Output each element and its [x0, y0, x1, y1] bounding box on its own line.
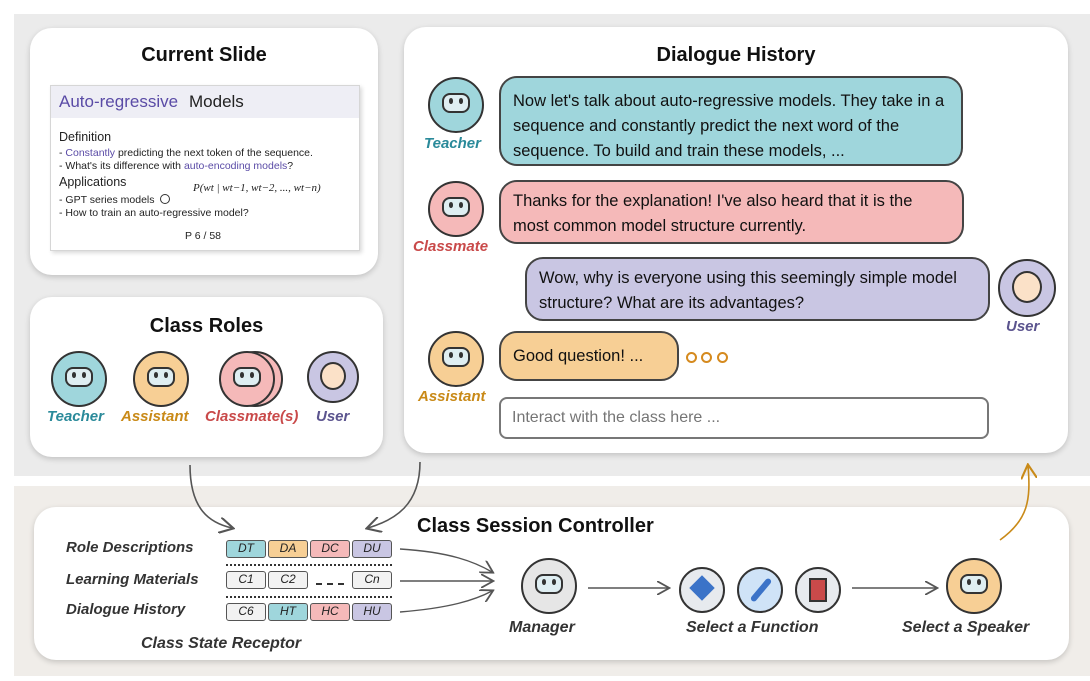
- user-speaker-label: User: [1006, 318, 1040, 335]
- role-descriptions-label: Role Descriptions: [66, 539, 194, 556]
- descriptions-to-manager-arrow: [399, 548, 492, 572]
- teacher-message-bubble: Now let's talk about auto-regressive mod…: [499, 76, 963, 166]
- separator-dots-2: [226, 596, 392, 598]
- assistant-description-box: DA: [268, 540, 308, 558]
- slide-title-rest: Models: [189, 92, 244, 111]
- slide-line-3: - GPT series models: [59, 194, 171, 206]
- manager-label: Manager: [509, 619, 575, 636]
- document-function-icon: [795, 567, 841, 613]
- classmate-robot-icon: [219, 351, 275, 407]
- slide-title-highlight: Auto-regressive: [59, 92, 179, 111]
- openai-icon: [160, 194, 171, 204]
- user-avatar-icon: [998, 259, 1056, 317]
- assistant-role-label: Assistant: [121, 408, 189, 425]
- wrench-function-icon: [737, 567, 783, 613]
- class-interaction-input[interactable]: [499, 397, 989, 439]
- material-ellipsis: [316, 583, 344, 585]
- slide-definition: Definition: [59, 130, 112, 144]
- typing-indicator-icon: [686, 350, 728, 368]
- slide-line-3-text: - GPT series models: [59, 194, 155, 206]
- dialogue-history-title: Dialogue History: [656, 44, 816, 66]
- learning-materials-label: Learning Materials: [66, 571, 199, 588]
- slide-line-1-a: -: [59, 147, 66, 159]
- history-box-classmate: HC: [310, 603, 350, 621]
- slide-page-number: P 6 / 58: [185, 230, 222, 242]
- user-role-label: User: [316, 408, 350, 425]
- slide-formula: P(wt | wt−1, wt−2, ..., wt−n): [193, 182, 321, 194]
- teacher-avatar-icon: [428, 77, 484, 133]
- assistant-avatar-icon: [428, 331, 484, 387]
- assistant-robot-icon: [133, 351, 189, 407]
- classmates-role-label: Classmate(s): [205, 408, 299, 425]
- teacher-description-box: DT: [226, 540, 266, 558]
- manager-robot-icon: [521, 558, 577, 614]
- slide-line-2-a: - What's its difference with: [59, 160, 184, 172]
- assistant-message-bubble: Good question! ...: [499, 331, 679, 381]
- slide-line-1-c: predicting the next token of the sequenc…: [115, 147, 313, 159]
- history-to-manager-arrow: [399, 591, 492, 613]
- controller-title: Class Session Controller: [417, 515, 654, 537]
- tools-function-icon: [679, 567, 725, 613]
- speaker-robot-icon: [946, 558, 1002, 614]
- select-function-label: Select a Function: [686, 619, 819, 636]
- speaker-to-dialogue-arrow: [999, 466, 1029, 541]
- user-person-icon: [307, 351, 359, 403]
- slide-line-1: - Constantly predicting the next token o…: [59, 147, 313, 159]
- slide-preview: Auto-regressive Models Definition - Cons…: [50, 85, 360, 251]
- teacher-role-label: Teacher: [47, 408, 104, 425]
- user-message-bubble: Wow, why is everyone using this seemingl…: [525, 257, 990, 321]
- current-slide-title: Current Slide: [141, 44, 267, 66]
- classmate-description-box: DC: [310, 540, 350, 558]
- teacher-speaker-label: Teacher: [424, 135, 481, 152]
- slide-header: Auto-regressive Models: [51, 86, 359, 118]
- user-description-box: DU: [352, 540, 392, 558]
- material-box-1: C1: [226, 571, 266, 589]
- class-roles-title: Class Roles: [149, 315, 264, 337]
- classmate-speaker-label: Classmate: [413, 238, 489, 255]
- material-box-2: C2: [268, 571, 308, 589]
- dialogue-history-row-label: Dialogue History: [66, 601, 186, 618]
- roles-to-controller-arrow: [189, 464, 232, 528]
- teacher-robot-icon: [51, 351, 107, 407]
- classmate-message-bubble: Thanks for the explanation! I've also he…: [499, 180, 964, 244]
- history-box-c6: C6: [226, 603, 266, 621]
- slide-line-2: - What's its difference with auto-encodi…: [59, 160, 293, 172]
- history-box-user: HU: [352, 603, 392, 621]
- slide-line-1-b: Constantly: [65, 147, 116, 159]
- material-box-n: Cn: [352, 571, 392, 589]
- classmate-avatar-icon: [428, 181, 484, 237]
- history-box-teacher: HT: [268, 603, 308, 621]
- history-to-controller-arrow: [368, 461, 421, 528]
- slide-line-2-b: auto-encoding models: [183, 160, 288, 172]
- slide-applications: Applications: [59, 175, 127, 189]
- slide-line-4: - How to train an auto-regressive model?: [59, 207, 249, 219]
- select-speaker-label: Select a Speaker: [902, 619, 1030, 636]
- separator-dots-1: [226, 564, 392, 566]
- slide-line-2-c: ?: [287, 160, 294, 172]
- class-state-receptor-label: Class State Receptor: [141, 635, 302, 652]
- assistant-speaker-label: Assistant: [418, 388, 486, 405]
